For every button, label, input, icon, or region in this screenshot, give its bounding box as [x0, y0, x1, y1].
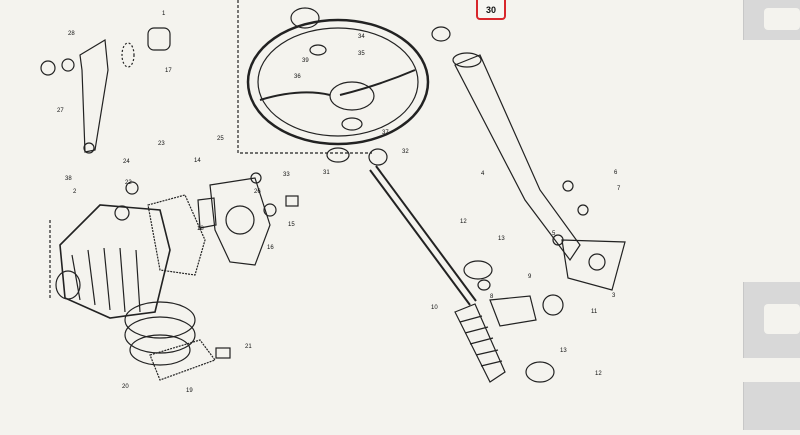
label-15: 15 — [288, 222, 295, 228]
universal-joint — [489, 295, 537, 327]
bush-1 — [147, 27, 171, 51]
thumbnail-top[interactable] — [743, 0, 800, 40]
label-33: 33 — [283, 172, 290, 178]
nut-27 — [40, 60, 56, 76]
part-labels: 28 1 17 27 38 34 35 36 39 37 31 32 33 23… — [57, 11, 621, 394]
wheel-hub — [329, 81, 375, 111]
label-16: 16 — [267, 245, 274, 251]
sector-gear — [124, 301, 196, 339]
label-18: 18 — [197, 226, 204, 232]
label-38: 38 — [65, 176, 72, 182]
label-4: 4 — [481, 171, 485, 177]
label-22: 22 — [125, 180, 132, 186]
thumbnail-middle[interactable] — [743, 282, 800, 358]
label-9: 9 — [528, 274, 532, 280]
label-19: 19 — [186, 388, 193, 394]
bearing-13 — [463, 260, 493, 280]
steering-gearbox — [59, 204, 171, 319]
label-20: 20 — [122, 384, 129, 390]
label-31: 31 — [323, 170, 330, 176]
label-23: 23 — [158, 141, 165, 147]
steering-wheel-rim — [246, 18, 430, 146]
label-25: 25 — [217, 136, 224, 142]
label-14: 14 — [194, 158, 201, 164]
steering-bellows — [454, 303, 506, 383]
column-mount-plate — [561, 239, 626, 291]
highlighted-part-callout[interactable]: 30 — [476, 0, 506, 20]
label-11: 11 — [591, 309, 598, 315]
label-12b: 12 — [595, 371, 602, 377]
label-32: 32 — [402, 149, 409, 155]
label-6: 6 — [614, 170, 618, 176]
label-13: 13 — [498, 236, 505, 242]
label-3: 3 — [612, 293, 616, 299]
label-17: 17 — [165, 68, 172, 74]
washer-31 — [326, 147, 350, 163]
label-39: 39 — [302, 58, 309, 64]
gearbox-input-boss — [55, 270, 81, 300]
label-36: 36 — [294, 74, 301, 80]
label-35: 35 — [358, 51, 365, 57]
bearing-12b — [525, 361, 555, 383]
label-13b: 13 — [560, 348, 567, 354]
side-cover — [209, 177, 271, 266]
horn-cap — [290, 7, 320, 29]
label-37: 37 — [382, 130, 389, 136]
label-8: 8 — [490, 294, 494, 300]
thumbnail-middle-cutout — [764, 304, 800, 334]
thumbnail-bottom[interactable] — [743, 382, 800, 430]
label-10: 10 — [431, 305, 438, 311]
label-27: 27 — [57, 108, 64, 114]
column-tube — [454, 54, 581, 262]
label-12: 12 — [460, 219, 467, 225]
label-2: 2 — [73, 189, 77, 195]
thumbnail-top-cutout — [764, 8, 800, 30]
filler-plug — [125, 181, 139, 195]
callout-label: 30 — [485, 5, 496, 15]
gasket-23 — [147, 194, 206, 276]
label-1: 1 — [162, 11, 166, 17]
label-7: 7 — [617, 186, 621, 192]
pitman-arm — [79, 38, 109, 153]
label-28: 28 — [68, 31, 75, 37]
label-24: 24 — [123, 159, 130, 165]
label-26: 26 — [254, 189, 261, 195]
label-21: 21 — [245, 344, 252, 350]
label-5: 5 — [552, 231, 556, 237]
label-34: 34 — [358, 34, 365, 40]
